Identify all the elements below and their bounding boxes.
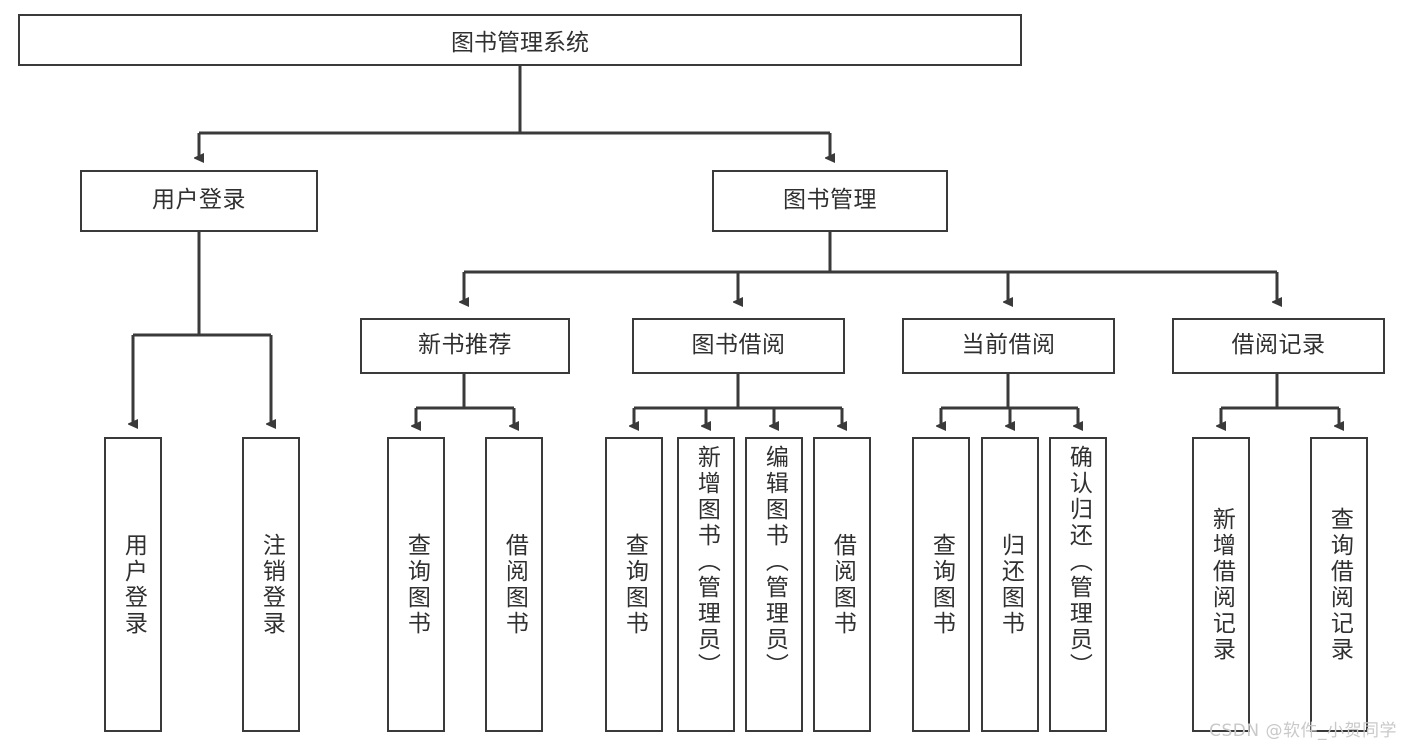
leaf-book-borrow-add-book-admin[interactable]: 新增图书（管理员） <box>677 437 735 732</box>
leaf-user-login-logout[interactable]: 注销登录 <box>242 437 300 732</box>
leaf-current-borrow-query-book[interactable]: 查询图书 <box>912 437 970 732</box>
leaf-user-login-login[interactable]: 用户登录 <box>104 437 162 732</box>
node-book-borrow[interactable]: 图书借阅 <box>632 318 845 374</box>
node-current-borrow[interactable]: 当前借阅 <box>902 318 1115 374</box>
leaf-records-add-record[interactable]: 新增借阅记录 <box>1192 437 1250 732</box>
node-book-management[interactable]: 图书管理 <box>712 170 948 232</box>
node-root-system[interactable]: 图书管理系统 <box>18 14 1022 66</box>
csdn-watermark: CSDN @软件_小贺同学 <box>1209 721 1397 741</box>
leaf-new-book-query-book[interactable]: 查询图书 <box>387 437 445 732</box>
node-user-login[interactable]: 用户登录 <box>80 170 318 232</box>
leaf-book-borrow-query-book[interactable]: 查询图书 <box>605 437 663 732</box>
node-new-book-recommend[interactable]: 新书推荐 <box>360 318 570 374</box>
leaf-book-borrow-borrow-book[interactable]: 借阅图书 <box>813 437 871 732</box>
leaf-current-borrow-return-book[interactable]: 归还图书 <box>981 437 1039 732</box>
leaf-new-book-borrow-book[interactable]: 借阅图书 <box>485 437 543 732</box>
node-borrow-records[interactable]: 借阅记录 <box>1172 318 1385 374</box>
leaf-book-borrow-edit-book-admin[interactable]: 编辑图书（管理员） <box>745 437 803 732</box>
leaf-records-query-record[interactable]: 查询借阅记录 <box>1310 437 1368 732</box>
leaf-current-borrow-confirm-return-admin[interactable]: 确认归还（管理员） <box>1049 437 1107 732</box>
